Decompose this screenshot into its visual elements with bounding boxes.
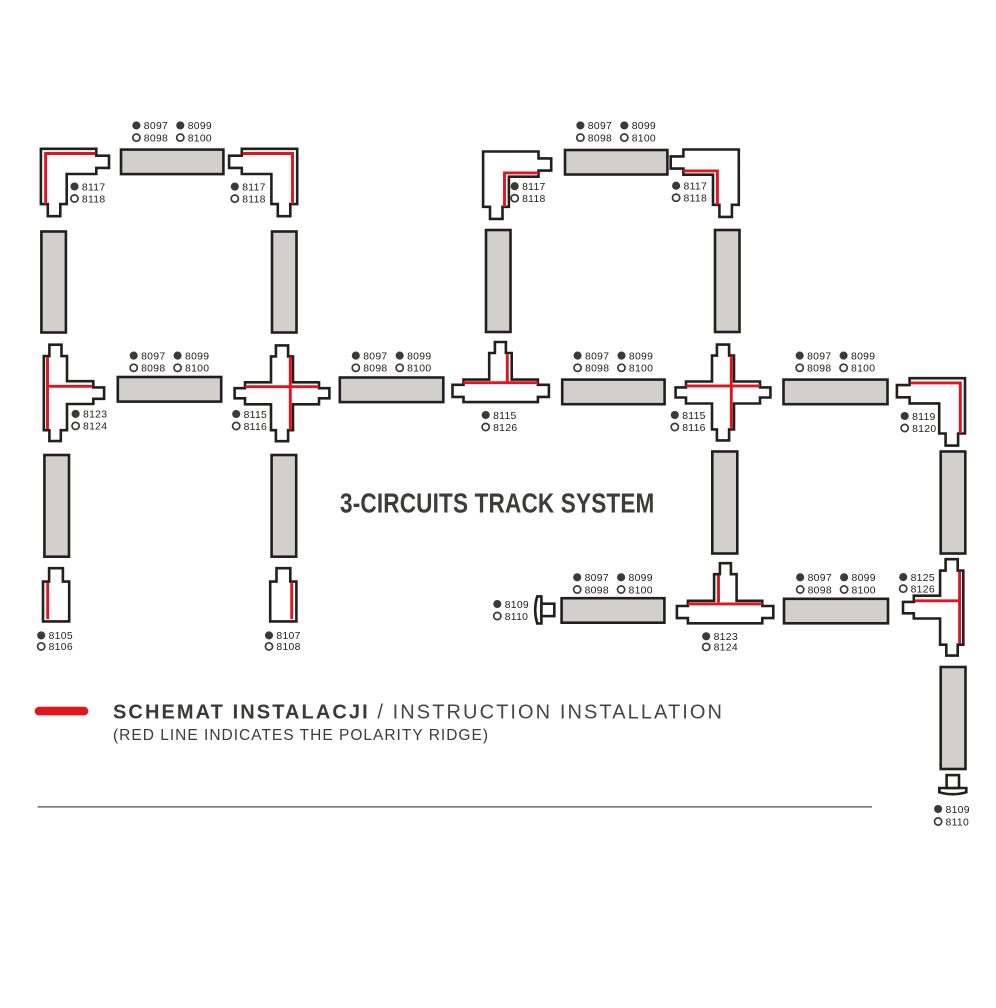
svg-text:8098: 8098 [807, 364, 831, 375]
svg-text:8116: 8116 [244, 422, 268, 433]
svg-text:8116: 8116 [682, 423, 706, 434]
svg-text:8099: 8099 [629, 351, 653, 362]
svg-text:8100: 8100 [185, 364, 209, 375]
svg-text:8099: 8099 [188, 121, 212, 132]
svg-text:8099: 8099 [407, 351, 431, 362]
svg-text:8118: 8118 [522, 194, 546, 205]
svg-text:8119: 8119 [912, 412, 936, 423]
svg-text:8097: 8097 [585, 573, 609, 584]
svg-text:8097: 8097 [141, 351, 165, 362]
svg-text:8097: 8097 [588, 121, 612, 132]
svg-text:8100: 8100 [407, 364, 431, 375]
svg-text:8108: 8108 [276, 642, 300, 653]
svg-text:8097: 8097 [808, 573, 832, 584]
svg-text:8115: 8115 [682, 411, 706, 422]
svg-text:8110: 8110 [946, 817, 970, 828]
svg-text:8097: 8097 [807, 351, 831, 362]
svg-text:8124: 8124 [714, 643, 738, 654]
svg-text:8117: 8117 [684, 181, 708, 192]
svg-text:(RED LINE INDICATES THE POLARI: (RED LINE INDICATES THE POLARITY RIDGE) [113, 727, 488, 744]
svg-text:8110: 8110 [505, 612, 529, 623]
svg-text:8100: 8100 [632, 133, 656, 144]
svg-text:8120: 8120 [912, 424, 936, 435]
svg-text:8126: 8126 [493, 423, 517, 434]
svg-text:8123: 8123 [714, 632, 738, 643]
svg-text:8097: 8097 [144, 121, 168, 132]
svg-text:8100: 8100 [852, 585, 876, 596]
svg-text:8115: 8115 [244, 410, 268, 421]
svg-text:8123: 8123 [83, 410, 107, 421]
svg-text:8117: 8117 [242, 182, 266, 193]
svg-text:8099: 8099 [632, 121, 656, 132]
svg-text:8100: 8100 [629, 585, 653, 596]
svg-text:8115: 8115 [493, 411, 517, 422]
svg-text:8117: 8117 [82, 182, 106, 193]
svg-text:8100: 8100 [629, 364, 653, 375]
svg-text:8117: 8117 [522, 182, 546, 193]
svg-text:8109: 8109 [946, 805, 970, 816]
svg-text:8098: 8098 [585, 364, 609, 375]
svg-text:8098: 8098 [808, 585, 832, 596]
svg-text:8098: 8098 [144, 133, 168, 144]
svg-text:8099: 8099 [851, 351, 875, 362]
svg-text:8118: 8118 [82, 194, 106, 205]
svg-text:8118: 8118 [684, 193, 708, 204]
svg-text:8118: 8118 [242, 194, 266, 205]
svg-text:8099: 8099 [185, 351, 209, 362]
svg-text:8099: 8099 [852, 573, 876, 584]
svg-text:8124: 8124 [83, 422, 107, 433]
svg-text:8098: 8098 [363, 364, 387, 375]
svg-text:8107: 8107 [276, 631, 300, 642]
svg-text:8125: 8125 [911, 573, 935, 584]
svg-text:8097: 8097 [363, 351, 387, 362]
svg-text:8105: 8105 [49, 631, 73, 642]
svg-text:8126: 8126 [911, 584, 935, 595]
svg-text:8098: 8098 [585, 585, 609, 596]
svg-text:8100: 8100 [188, 133, 212, 144]
svg-text:3-CIRCUITS TRACK SYSTEM: 3-CIRCUITS TRACK SYSTEM [340, 487, 655, 518]
svg-text:8098: 8098 [588, 133, 612, 144]
svg-text:8100: 8100 [851, 364, 875, 375]
svg-text:8098: 8098 [141, 364, 165, 375]
svg-text:8106: 8106 [49, 642, 73, 653]
svg-text:8097: 8097 [585, 351, 609, 362]
svg-text:8109: 8109 [505, 600, 529, 611]
svg-text:8099: 8099 [629, 573, 653, 584]
svg-text:SCHEMAT INSTALACJI / INSTRUCTI: SCHEMAT INSTALACJI / INSTRUCTION INSTALL… [113, 702, 722, 724]
